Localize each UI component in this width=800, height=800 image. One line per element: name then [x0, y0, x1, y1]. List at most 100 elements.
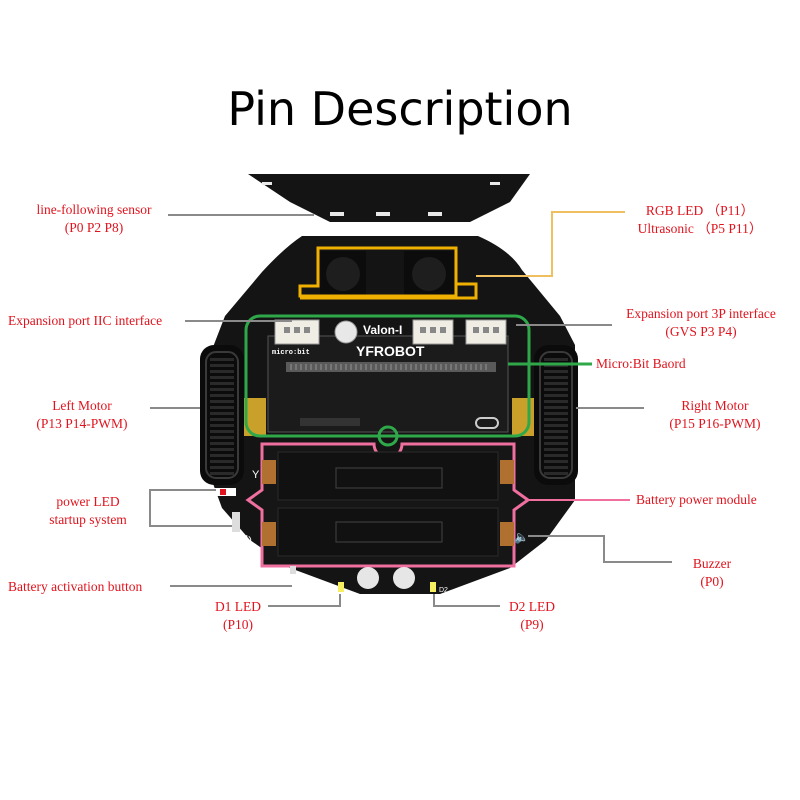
- tread-ridge: [544, 448, 568, 451]
- edge-pin: [385, 364, 387, 370]
- tread-ridge: [544, 436, 568, 439]
- edge-pin: [450, 364, 452, 370]
- edge-pin: [370, 364, 372, 370]
- buzzer-label: Buzzer (P0): [692, 556, 732, 589]
- battery-button-label: Battery activation button: [8, 579, 143, 594]
- edge-pin: [325, 364, 327, 370]
- edge-pin: [400, 364, 402, 370]
- rgb-led-left: [357, 567, 379, 589]
- left-motor-label: Left Motor (P13 P14-PWM): [36, 398, 128, 431]
- edge-pin: [395, 364, 397, 370]
- edge-pin: [390, 364, 392, 370]
- leader-lines: [149, 214, 672, 607]
- edge-pin: [315, 364, 317, 370]
- tread-ridge: [210, 406, 234, 409]
- tread-ridge: [210, 370, 234, 373]
- port3p-connector-1: [412, 319, 454, 345]
- edge-pin: [465, 364, 467, 370]
- button-cap: [334, 320, 358, 344]
- edge-pin: [300, 364, 302, 370]
- power-switch: [232, 512, 240, 532]
- speaker-icon: 🔈: [514, 530, 529, 544]
- rgb-led-right: [393, 567, 415, 589]
- brand-text: Valon-I: [363, 323, 402, 337]
- edge-pin: [480, 364, 482, 370]
- tread-ridge: [544, 376, 568, 379]
- edge-pin: [420, 364, 422, 370]
- edge-pin: [335, 364, 337, 370]
- microbit-label: Micro:Bit Baord: [596, 356, 686, 371]
- edge-pin: [440, 364, 442, 370]
- iic-label: Expansion port IIC interface: [8, 313, 163, 328]
- tread-ridge: [544, 418, 568, 421]
- tread-ridge: [544, 412, 568, 415]
- tread-ridge: [544, 430, 568, 433]
- tread-ridge: [544, 454, 568, 457]
- line-sensor-plate: [248, 174, 530, 222]
- tread-ridge: [544, 406, 568, 409]
- tread-ridge: [544, 424, 568, 427]
- power-led: [214, 488, 236, 496]
- tread-ridge: [544, 442, 568, 445]
- microbit-mark: micro:bit: [272, 349, 310, 357]
- edge-pin: [380, 364, 382, 370]
- edge-pin: [345, 364, 347, 370]
- tread-ridge: [544, 472, 568, 475]
- tread-ridge: [210, 418, 234, 421]
- tread-ridge: [210, 454, 234, 457]
- edge-pin: [435, 364, 437, 370]
- tread-ridge: [210, 394, 234, 397]
- iic-connector: [274, 319, 320, 345]
- power-icon: ⏻: [242, 533, 252, 547]
- tread-ridge: [210, 382, 234, 385]
- edge-pin: [445, 364, 447, 370]
- edge-pin: [405, 364, 407, 370]
- tread-ridge: [544, 388, 568, 391]
- tread-ridge: [544, 370, 568, 373]
- tread-ridge: [210, 364, 234, 367]
- edge-pin: [375, 364, 377, 370]
- edge-pin: [485, 364, 487, 370]
- d2-led: [430, 582, 436, 592]
- ultrasonic-sensor: [320, 251, 454, 297]
- tread-ridge: [210, 436, 234, 439]
- tread-ridge: [210, 424, 234, 427]
- edge-pin: [340, 364, 342, 370]
- edge-pin: [350, 364, 352, 370]
- rgb-leader: [476, 211, 625, 277]
- edge-pin: [360, 364, 362, 370]
- tread-ridge: [210, 448, 234, 451]
- tread-ridge: [210, 412, 234, 415]
- tread-ridge: [210, 400, 234, 403]
- tread-ridge: [210, 430, 234, 433]
- tread-ridge: [544, 394, 568, 397]
- edge-pin: [460, 364, 462, 370]
- y-mark: Y: [252, 469, 260, 481]
- port3p-connector-2: [465, 319, 507, 345]
- tread-ridge: [544, 466, 568, 469]
- microbit-board: [267, 335, 509, 433]
- edge-pin: [425, 364, 427, 370]
- edge-pin: [410, 364, 412, 370]
- line-sensor-label: line-following sensor (P0 P2 P8): [36, 202, 152, 235]
- tread-ridge: [210, 472, 234, 475]
- edge-pin: [470, 364, 472, 370]
- battery-module-label: Battery power module: [636, 492, 757, 507]
- tread-ridge: [210, 466, 234, 469]
- left-wheel: [200, 345, 266, 485]
- edge-pin: [305, 364, 307, 370]
- tread-ridge: [210, 460, 234, 463]
- tread-ridge: [544, 382, 568, 385]
- tread-ridge: [544, 358, 568, 361]
- d2-label: D2 LED (P9): [508, 599, 556, 632]
- edge-pin: [355, 364, 357, 370]
- edge-pin: [310, 364, 312, 370]
- edge-pin: [295, 364, 297, 370]
- d2-mark: D2: [439, 587, 448, 594]
- battery-activation-button: [290, 566, 296, 574]
- edge-pin: [365, 364, 367, 370]
- logo-text: YFROBOT: [356, 343, 425, 359]
- tread-ridge: [210, 442, 234, 445]
- tread-ridge: [210, 358, 234, 361]
